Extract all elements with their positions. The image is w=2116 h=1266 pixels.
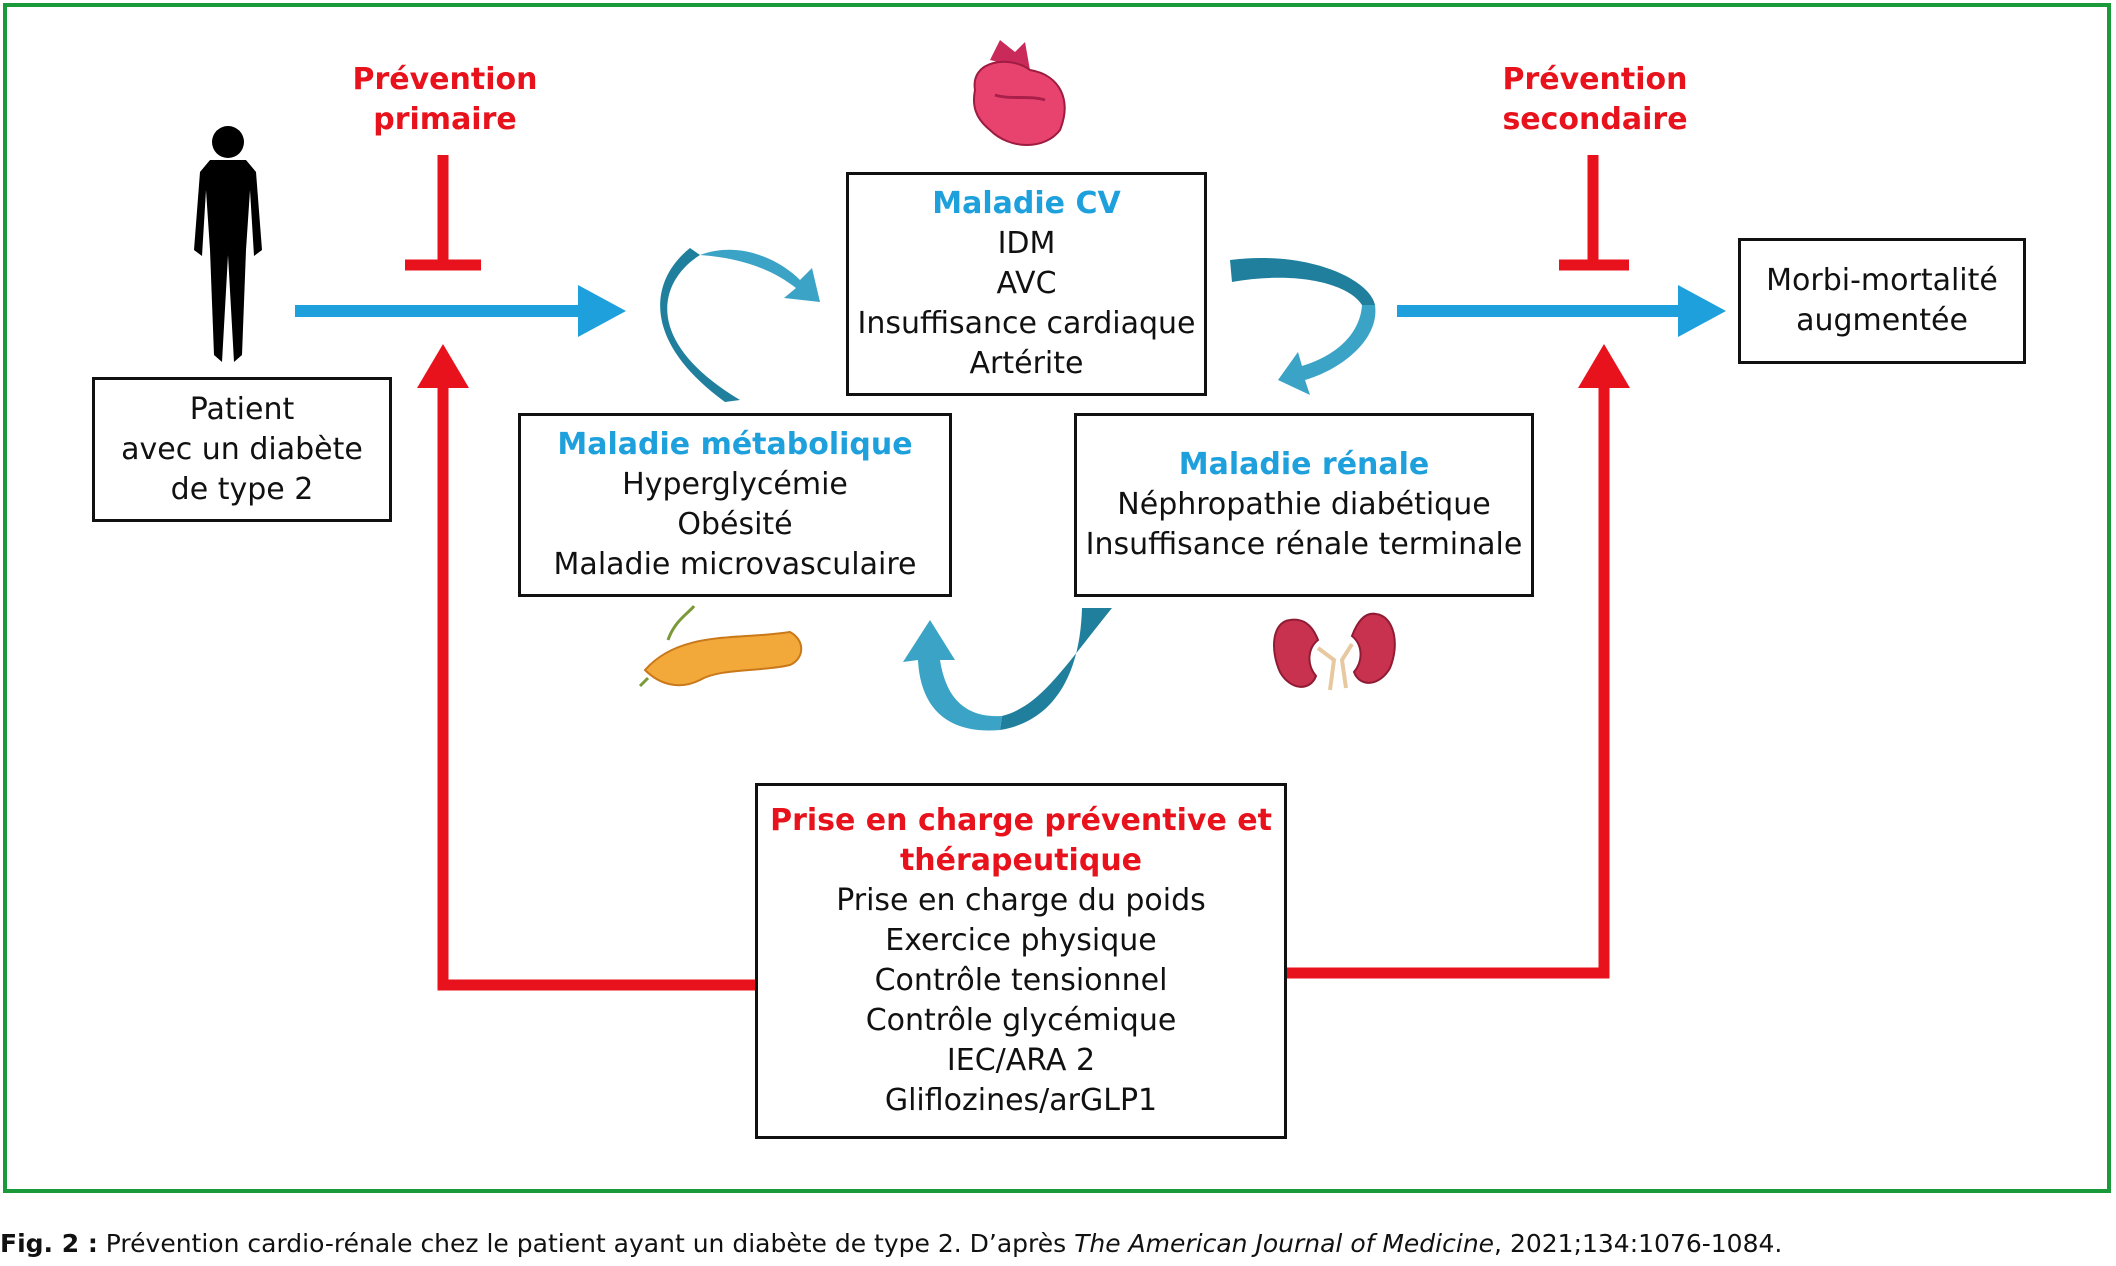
pancreas-icon [638, 605, 803, 688]
cycle-arrow-metabolic-to-cv [660, 248, 820, 402]
caption-ref: , 2021;134:1076-1084. [1494, 1229, 1783, 1258]
metabolic-title: Maladie métabolique [557, 427, 913, 462]
renal-item: Insuffisance rénale terminale [1085, 527, 1523, 562]
arrow-care-to-primary [417, 344, 755, 991]
outcome-line2: augmentée [1796, 303, 1968, 338]
cv-title: Maladie CV [932, 186, 1121, 221]
prevention-primary-label: Prévention primaire [345, 60, 545, 140]
care-item: IEC/ARA 2 [946, 1043, 1096, 1078]
prevention-primary-line1: Prévention [352, 62, 538, 97]
caption-fig-label: Fig. 2 : [0, 1229, 98, 1258]
outcome-box: Morbi-mortalité augmentée [1738, 238, 2026, 364]
prevention-primary-line2: primaire [373, 102, 517, 137]
care-item: Gliflozines/arGLP1 [884, 1083, 1158, 1118]
patient-line1: Patient [189, 391, 295, 427]
caption-text: Prévention cardio-rénale chez le patient… [97, 1229, 1075, 1258]
patient-box: Patient avec un diabète de type 2 [92, 377, 392, 522]
inhibition-primary [405, 155, 481, 271]
metabolic-item: Maladie microvasculaire [553, 547, 917, 582]
care-title-line1: Prise en charge préventive et [770, 803, 1272, 838]
metabolic-disease-box: Maladie métabolique Hyperglycémie Obésit… [518, 413, 952, 597]
patient-silhouette-icon [194, 126, 262, 362]
cv-item: IDM [997, 226, 1056, 261]
figure-frame [3, 3, 2111, 1193]
patient-line3: de type 2 [170, 471, 314, 507]
arrow-care-to-secondary [1285, 344, 1630, 979]
patient-line2: avec un diabète [121, 431, 363, 467]
care-item: Contrôle tensionnel [874, 963, 1168, 998]
prevention-secondary-line2: secondaire [1502, 102, 1688, 137]
cv-item: Artérite [969, 346, 1084, 381]
inhibition-secondary [1559, 155, 1629, 271]
metabolic-item: Obésité [677, 507, 793, 542]
metabolic-item: Hyperglycémie [622, 467, 848, 502]
renal-disease-box: Maladie rénale Néphropathie diabétique I… [1074, 413, 1534, 597]
cv-disease-box: Maladie CV IDM AVC Insuffisance cardiaqu… [846, 172, 1207, 396]
prevention-secondary-line1: Prévention [1502, 62, 1688, 97]
renal-title: Maladie rénale [1178, 447, 1430, 482]
cv-item: AVC [996, 266, 1057, 301]
kidneys-icon [1273, 612, 1396, 691]
heart-icon [972, 40, 1066, 146]
cycle-arrow-renal-to-metabolic [903, 608, 1112, 731]
prevention-secondary-label: Prévention secondaire [1490, 60, 1700, 140]
caption-journal: The American Journal of Medicine [1074, 1229, 1495, 1258]
cv-item: Insuffisance cardiaque [857, 306, 1196, 341]
care-item: Prise en charge du poids [836, 883, 1206, 918]
care-item: Exercice physique [885, 923, 1157, 958]
arrow-cycle-to-outcome [1397, 285, 1726, 337]
care-box: Prise en charge préventive et thérapeuti… [755, 783, 1287, 1139]
cycle-arrow-cv-to-renal [1230, 258, 1376, 395]
care-item: Contrôle glycémique [865, 1003, 1177, 1038]
figure-caption: Fig. 2 : Prévention cardio-rénale chez l… [0, 1228, 1782, 1260]
outcome-line1: Morbi-mortalité [1766, 263, 1998, 298]
renal-item: Néphropathie diabétique [1117, 487, 1491, 522]
care-title-line2: thérapeutique [899, 843, 1143, 878]
arrow-patient-to-cycle [295, 285, 626, 337]
